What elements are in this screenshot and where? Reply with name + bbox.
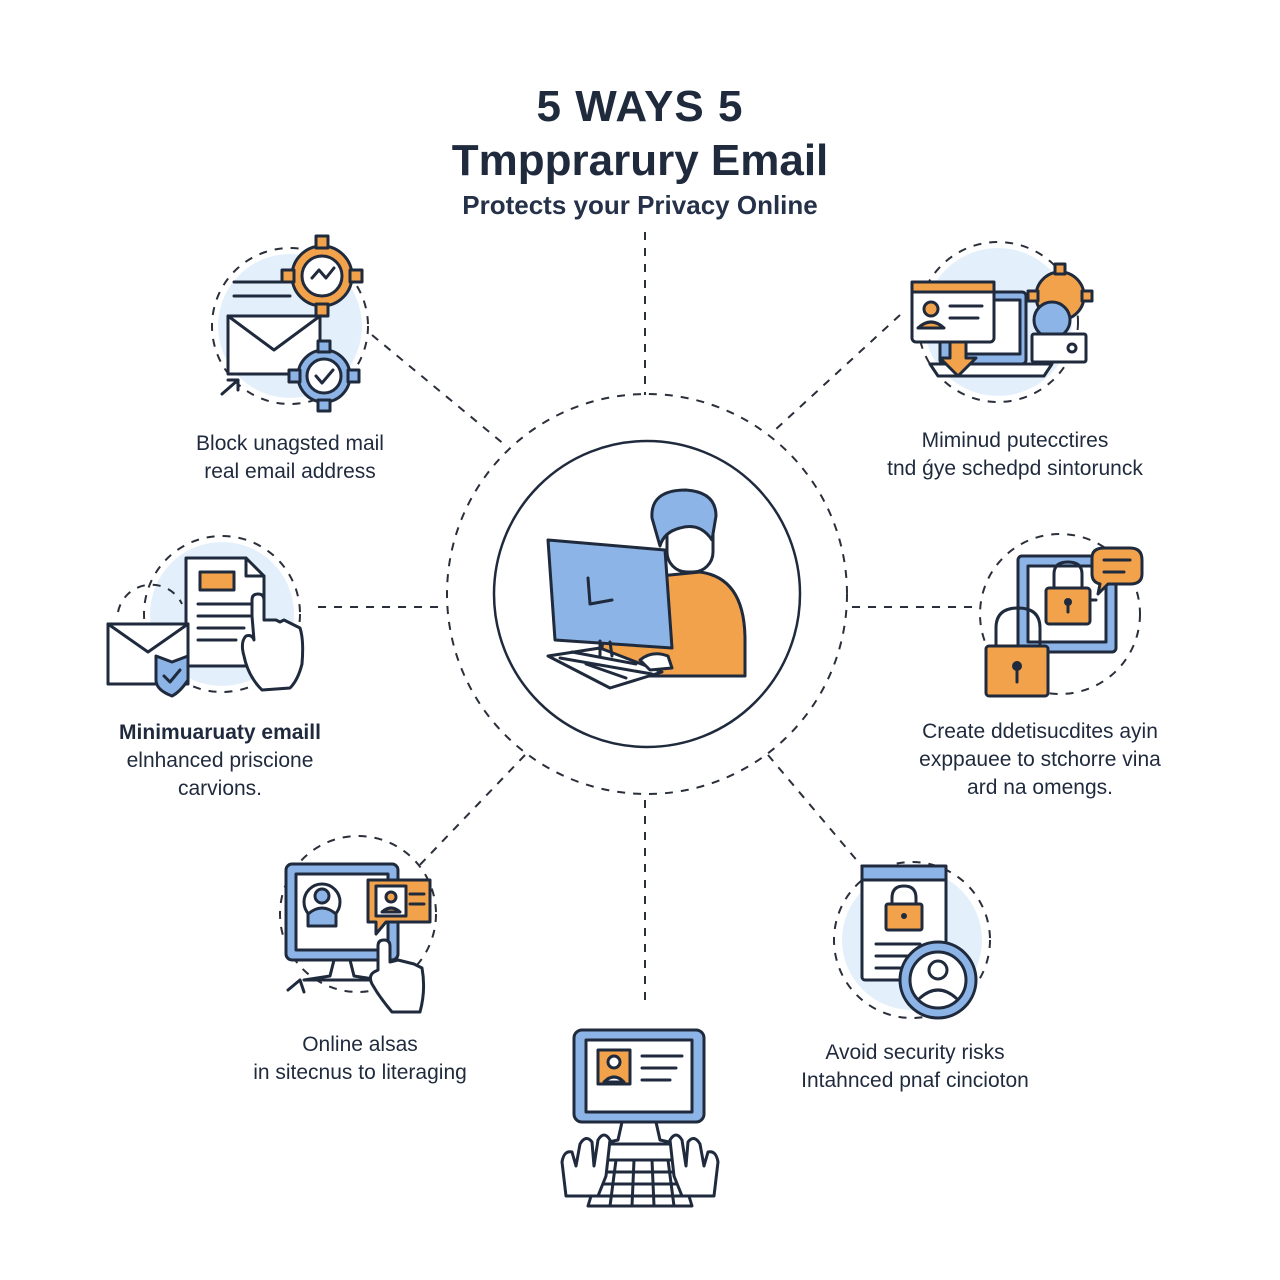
item-mid-right-visual <box>979 533 1144 698</box>
connector-top-right <box>774 314 901 431</box>
caption-bottom-right: Avoid security risks Intahnced pnaf cinc… <box>770 1039 1060 1095</box>
caption-line: Create ddetisucdites ayin <box>922 720 1158 743</box>
item-bottom-right-visual <box>833 861 991 1020</box>
profile-monitor-icon <box>284 862 432 1014</box>
padlock-chat-icon <box>984 546 1144 698</box>
caption-line: Miminud putecctires <box>921 429 1109 452</box>
caption-top-left: Block unagsted mail real email address <box>140 430 440 486</box>
caption-line: exppauee to stchorre vina <box>919 748 1161 771</box>
caption-line: elnhanced priscione <box>126 749 314 772</box>
caption-line: real email address <box>204 460 376 483</box>
connector-lines <box>318 232 975 1000</box>
caption-line: Intahnced pnaf cincioton <box>801 1069 1029 1092</box>
item-mid-left-visual <box>106 535 305 698</box>
caption-line: in sitecnus to literaging <box>253 1061 467 1084</box>
caption-line: Online alsas <box>302 1033 418 1056</box>
item-top-left-visual <box>211 234 369 413</box>
connector-bottom-right <box>767 754 866 871</box>
person-at-computer-icon <box>546 488 747 690</box>
caption-bottom-left: Online alsas in sitecnus to literaging <box>210 1031 510 1087</box>
caption-line: tnd ǵye schedpd sintorunck <box>887 457 1143 480</box>
monitor-keyboard-icon <box>560 1028 720 1208</box>
caption-line: Block unagsted mail <box>196 432 384 455</box>
caption-line: carvions. <box>177 777 263 800</box>
central-hub <box>446 393 848 795</box>
connector-top-left <box>371 334 506 446</box>
title-line-2: Tmpprarury Email <box>451 136 829 185</box>
caption-line: Minimuaruaty emaill <box>119 721 321 744</box>
caption-mid-right: Create ddetisucdites ayin exppauee to st… <box>880 718 1200 802</box>
hub-outer-ring <box>446 393 848 795</box>
title-line-1: 5 WAYS 5 <box>536 82 744 131</box>
caption-line: ard na omengs. <box>967 776 1113 799</box>
subtitle: Protects your Privacy Online <box>462 190 818 220</box>
connector-bottom-left <box>414 754 526 871</box>
locked-document-user-icon <box>860 864 978 1020</box>
caption-mid-left: Minimuaruaty emaill elnhanced priscione … <box>80 719 360 803</box>
caption-line: Avoid security risks <box>825 1041 1005 1064</box>
profile-download-lock-icon <box>910 262 1094 378</box>
bottom-visual <box>560 1028 720 1208</box>
item-bottom-left-visual <box>279 835 437 1014</box>
document-shield-email-icon <box>106 556 305 698</box>
caption-top-right: Miminud putecctires tnd ǵye schedpd sint… <box>850 427 1180 483</box>
email-gears-icon <box>220 234 364 413</box>
item-top-right-visual <box>910 241 1094 403</box>
